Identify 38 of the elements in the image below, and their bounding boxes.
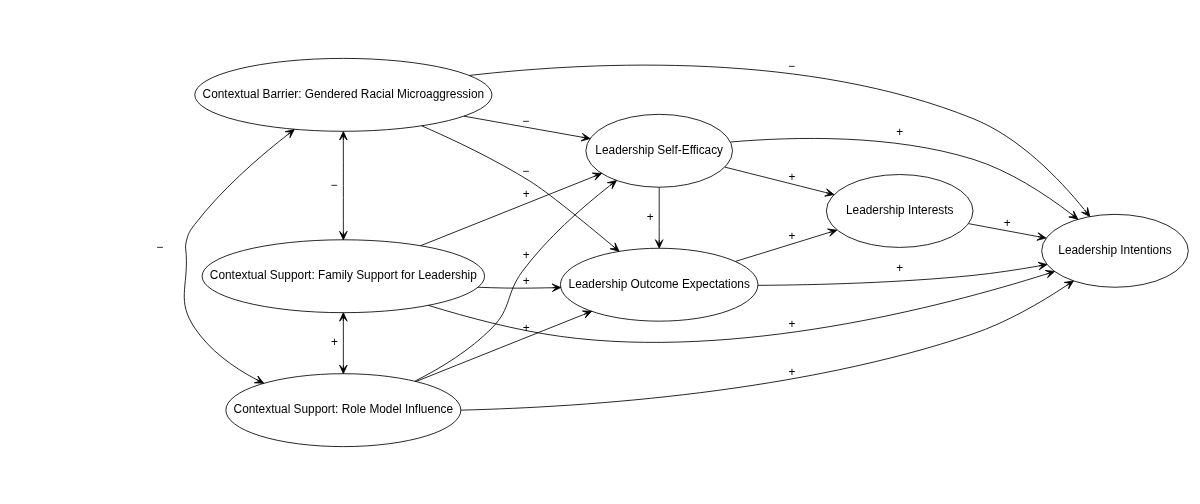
edge-label: −	[522, 113, 530, 128]
edge-label: +	[522, 247, 530, 262]
edge-label: +	[646, 209, 654, 224]
edge-label: +	[522, 273, 530, 288]
arrow	[415, 310, 593, 382]
arrow	[339, 130, 348, 240]
edge-label: +	[788, 228, 796, 243]
edge-label: −	[330, 177, 338, 192]
arrow	[463, 115, 591, 141]
edge-label: +	[522, 186, 530, 201]
arrow	[421, 124, 620, 252]
arrow	[477, 283, 562, 292]
arrow	[339, 311, 348, 374]
edge-label: +	[788, 169, 796, 184]
edge-label: −	[522, 163, 530, 178]
arrow	[757, 261, 1048, 286]
node-ellipse: Contextual Support: Family Support for Leadership	[201, 238, 485, 313]
edge-label: +	[896, 260, 904, 275]
arrow	[420, 172, 603, 246]
arrow	[734, 228, 838, 262]
arrow	[730, 137, 1079, 220]
edge-label: +	[1003, 215, 1011, 230]
edge-label: +	[788, 316, 796, 331]
arrow	[468, 64, 1091, 217]
edge-label: +	[330, 334, 338, 349]
arrow	[724, 166, 835, 197]
arrow	[968, 222, 1047, 241]
edge-label: −	[156, 239, 164, 254]
edge-label: +	[896, 124, 904, 139]
arrow	[428, 269, 1055, 343]
node-ellipse: Contextual Barrier: Gendered Racial Microaggression	[194, 57, 493, 132]
node-ellipse: Leadership Outcome Expectations	[560, 247, 759, 322]
arrow	[460, 279, 1074, 411]
arrow	[414, 179, 617, 382]
arrow	[183, 128, 295, 384]
edge-label: −	[788, 58, 796, 73]
edge-label: +	[788, 364, 796, 379]
arrow	[654, 186, 664, 249]
